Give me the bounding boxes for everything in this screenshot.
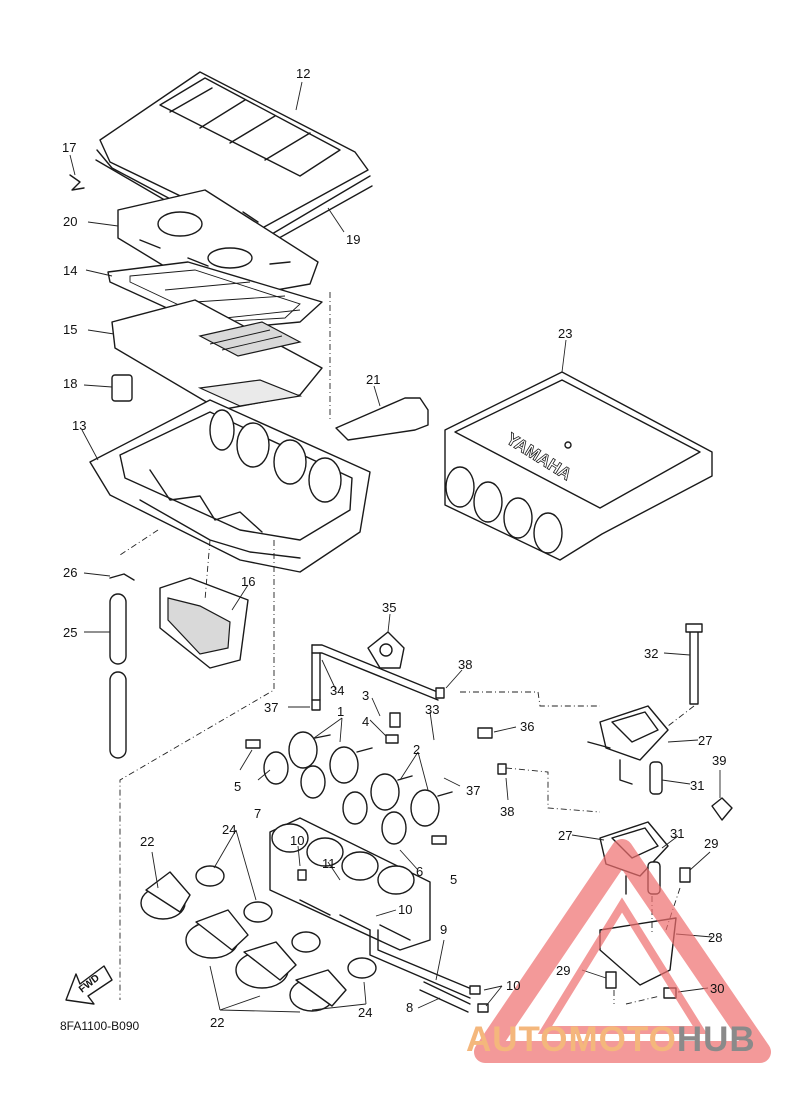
callout-25: 25 bbox=[63, 625, 77, 640]
callout-38-top: 38 bbox=[458, 657, 472, 672]
air-cleaner-cover bbox=[95, 71, 373, 253]
callout-19: 19 bbox=[346, 232, 360, 247]
callout-31-bottom: 31 bbox=[670, 826, 684, 841]
side-cover: YAMAHA bbox=[444, 371, 713, 561]
filter-element-frame bbox=[107, 261, 323, 331]
callout-1: 1 bbox=[337, 704, 344, 719]
clip-39 bbox=[711, 797, 733, 821]
callout-32: 32 bbox=[644, 646, 658, 661]
callout-29-right: 29 bbox=[704, 836, 718, 851]
callout-8: 8 bbox=[406, 1000, 413, 1015]
carburetor-assembly bbox=[269, 817, 431, 951]
callout-15: 15 bbox=[63, 322, 77, 337]
joint-clamps bbox=[263, 751, 407, 845]
callout-37-left: 37 bbox=[264, 700, 278, 715]
callout-13: 13 bbox=[72, 418, 86, 433]
callout-14: 14 bbox=[63, 263, 77, 278]
callout-7: 7 bbox=[254, 806, 261, 821]
callout-18: 18 bbox=[63, 376, 77, 391]
warning-triangle-icon bbox=[474, 839, 771, 1063]
callout-12: 12 bbox=[296, 66, 310, 81]
funnel-clamps bbox=[195, 865, 377, 979]
watermark-text-b: HUB bbox=[676, 1020, 756, 1059]
callout-38-bottom: 38 bbox=[500, 804, 514, 819]
bracket-35 bbox=[367, 631, 405, 669]
callout-10-b: 10 bbox=[398, 902, 412, 917]
hoses-8-9 bbox=[369, 929, 475, 1013]
leader-lines bbox=[69, 81, 721, 1013]
vacuum-hose-34 bbox=[311, 644, 441, 701]
fuel-pump-upper bbox=[587, 705, 669, 785]
callout-20: 20 bbox=[63, 214, 77, 229]
callout-39: 39 bbox=[712, 753, 726, 768]
callout-24-top: 24 bbox=[222, 822, 236, 837]
diagram-code: 8FA1100-B090 bbox=[60, 1019, 139, 1033]
callout-16: 16 bbox=[241, 574, 255, 589]
callout-2: 2 bbox=[413, 742, 420, 757]
callout-9: 9 bbox=[440, 922, 447, 937]
air-funnels bbox=[140, 871, 347, 1012]
callout-23: 23 bbox=[558, 326, 572, 341]
air-cleaner-case-top bbox=[117, 189, 319, 301]
fwd-arrow-icon: FWD bbox=[65, 965, 113, 1005]
callout-5-right: 5 bbox=[450, 872, 457, 887]
callout-24-bottom: 24 bbox=[358, 1005, 372, 1020]
callout-4: 4 bbox=[362, 714, 369, 729]
callout-17: 17 bbox=[62, 140, 76, 155]
callout-31-top: 31 bbox=[690, 778, 704, 793]
callout-30: 30 bbox=[710, 981, 724, 996]
callout-5-left: 5 bbox=[234, 779, 241, 794]
carburetor-joints bbox=[288, 731, 453, 827]
callout-6: 6 bbox=[416, 864, 423, 879]
callout-10-c: 10 bbox=[506, 978, 520, 993]
callout-22-bottom: 22 bbox=[210, 1015, 224, 1030]
part-18 bbox=[111, 374, 133, 402]
callout-29-left: 29 bbox=[556, 963, 570, 978]
callout-35: 35 bbox=[382, 600, 396, 615]
callout-22-top: 22 bbox=[140, 834, 154, 849]
air-cleaner-case bbox=[89, 399, 371, 573]
hose-21 bbox=[335, 397, 429, 441]
clip-17 bbox=[69, 174, 85, 191]
callout-labels: 12 17 20 19 14 15 18 21 23 13 26 16 25 3… bbox=[60, 66, 726, 1033]
callout-33: 33 bbox=[425, 702, 439, 717]
callout-26: 26 bbox=[63, 565, 77, 580]
intake-duct bbox=[159, 577, 249, 669]
filter-element bbox=[111, 299, 323, 411]
callout-11: 11 bbox=[322, 856, 336, 871]
drain-hose bbox=[109, 573, 135, 759]
callout-37-right: 37 bbox=[466, 783, 480, 798]
callout-21: 21 bbox=[366, 372, 380, 387]
callout-34: 34 bbox=[330, 683, 344, 698]
callout-36: 36 bbox=[520, 719, 534, 734]
watermark-text-a: AUTOMOTO bbox=[466, 1020, 677, 1059]
callout-28: 28 bbox=[708, 930, 722, 945]
callout-27-top: 27 bbox=[698, 733, 712, 748]
small-fasteners bbox=[245, 687, 691, 1013]
callout-27-bottom: 27 bbox=[558, 828, 572, 843]
bolt-32 bbox=[685, 623, 703, 705]
watermark-text: AUTOMOTOHUB bbox=[466, 1020, 756, 1060]
callout-10-a: 10 bbox=[290, 833, 304, 848]
callout-3: 3 bbox=[362, 688, 369, 703]
